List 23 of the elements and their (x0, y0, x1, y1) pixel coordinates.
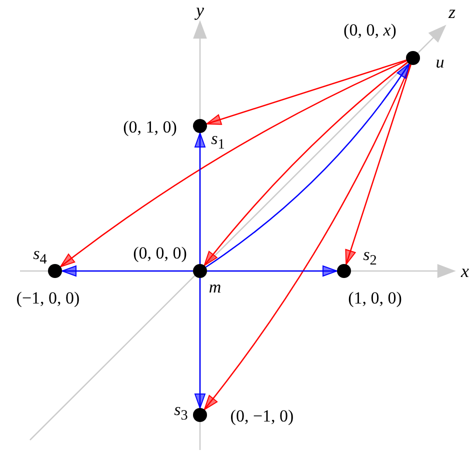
axis-label: x (461, 262, 469, 280)
axis-label: y (196, 1, 204, 19)
arrow (207, 266, 338, 276)
coordinate-label: (1, 0, 0) (348, 290, 402, 306)
coordinate-label: (0, 1, 0) (123, 118, 177, 136)
point-name: s$_{2}$ (363, 246, 377, 268)
point-name: m (208, 278, 222, 296)
point-name: s$_{1}$ (211, 130, 225, 152)
point-name: s$_{3}$ (174, 401, 188, 423)
arrow (345, 64, 412, 265)
arrow (204, 64, 411, 410)
arrow (194, 132, 206, 264)
arrow (60, 60, 407, 268)
arrow (62, 266, 193, 276)
coordinate-label: (0, 0, 0) (133, 244, 187, 262)
coordinate-label: (0, −1, 0) (230, 408, 294, 424)
arrow (194, 278, 206, 408)
axis-label: z (448, 3, 456, 21)
coordinate-label: (0, 0, x) (344, 22, 396, 38)
arrow (206, 60, 407, 125)
point-name: s$_{4}$ (33, 245, 47, 267)
coordinate-label: (−1, 0, 0) (16, 290, 80, 306)
point-name: u (436, 54, 444, 70)
